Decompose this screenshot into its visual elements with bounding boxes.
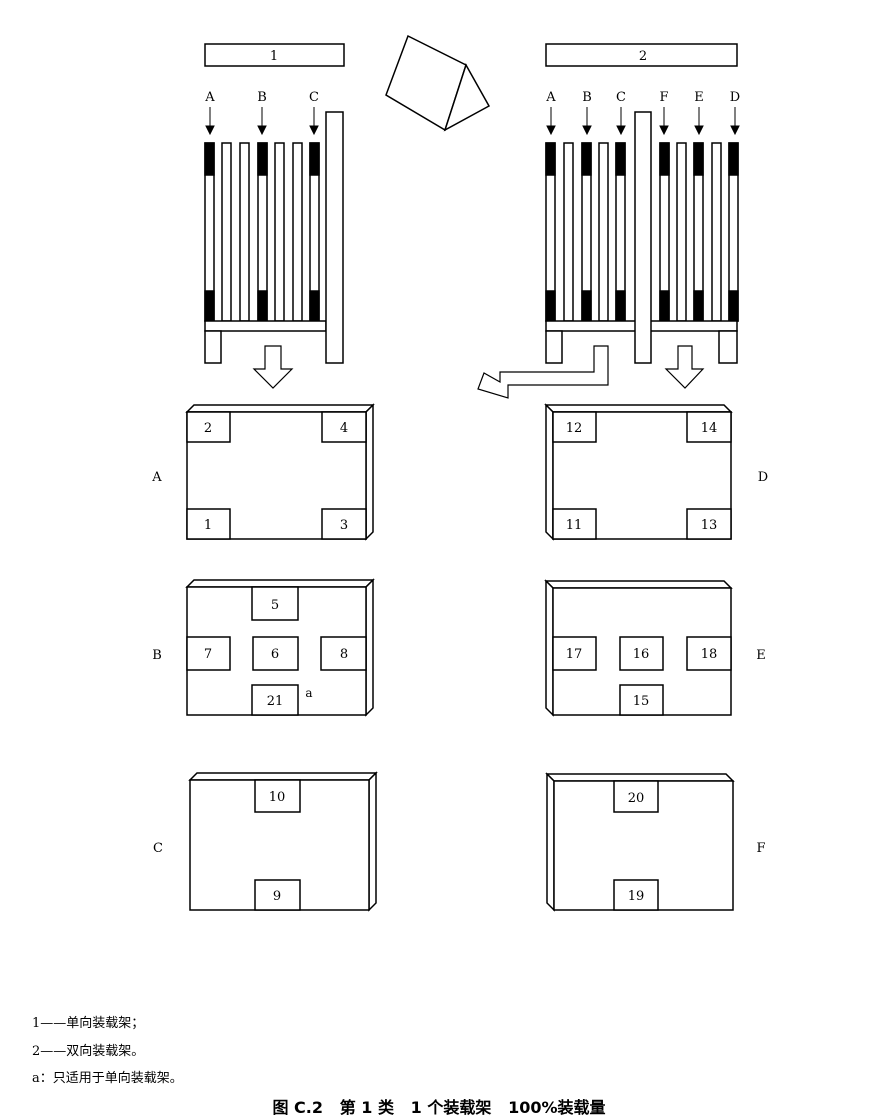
- rack-2: 2 A B C F E D: [477, 43, 740, 399]
- panel-c: 10 9: [188, 771, 378, 912]
- rack-1: 1 A B C: [204, 43, 345, 389]
- rack-2-down-arrow: [664, 345, 705, 389]
- sample-label-11: 11: [566, 518, 583, 533]
- rack-1-slot-label-b: B: [257, 90, 267, 105]
- figure-caption: 图 C.2 第 1 类 1 个装载架 100%装载量: [272, 1098, 606, 1117]
- legend-item-2: 2——双向装载架。: [32, 1044, 145, 1059]
- sample-label-6: 6: [271, 647, 279, 662]
- rack-2-left-arrow: [477, 345, 609, 399]
- panel-e: 17 16 18 15: [544, 579, 733, 717]
- panel-f: 20 19: [545, 772, 735, 912]
- prism-icon: [385, 34, 491, 132]
- sample-label-15: 15: [633, 694, 650, 709]
- rack-2-slot-label-f: F: [659, 90, 668, 105]
- sample-label-8: 8: [340, 647, 348, 662]
- rack-1-label: 1: [270, 49, 278, 64]
- sample-label-20: 20: [628, 791, 645, 806]
- panel-side-label-e: E: [756, 648, 766, 663]
- sample-label-7: 7: [204, 647, 212, 662]
- panel-side-label-c: C: [153, 841, 163, 856]
- sample-label-1: 1: [204, 518, 212, 533]
- rack-1-bars: [204, 142, 320, 322]
- sample-label-5: 5: [271, 598, 279, 613]
- rack-2-slot-label-b: B: [582, 90, 592, 105]
- sample-label-18: 18: [701, 647, 718, 662]
- legend-item-1: 1——单向装载架；: [32, 1016, 145, 1031]
- rack-2-slot-label-a: A: [545, 90, 556, 105]
- note-marker-a: a: [305, 686, 312, 700]
- sample-label-10: 10: [269, 790, 286, 805]
- rack-1-down-arrow: [252, 345, 294, 389]
- panel-side-label-f: F: [756, 841, 765, 856]
- rack-2-slot-label-d: D: [730, 90, 740, 105]
- rack-2-slot-label-c: C: [616, 90, 626, 105]
- sample-label-12: 12: [566, 421, 583, 436]
- rack-1-slot-arrows: A B C: [204, 90, 319, 136]
- panel-side-label-b: B: [152, 648, 162, 663]
- rack-2-slot-arrows: A B C F E D: [545, 90, 740, 136]
- sample-label-21: 21: [267, 694, 284, 709]
- rack-2-label: 2: [639, 49, 647, 64]
- sample-label-16: 16: [633, 647, 650, 662]
- sample-label-13: 13: [701, 518, 718, 533]
- sample-label-17: 17: [566, 647, 583, 662]
- sample-label-3: 3: [340, 518, 348, 533]
- rack-1-slot-label-c: C: [309, 90, 319, 105]
- panel-b: 5 7 6 8 21 a: [185, 578, 375, 717]
- sample-label-2: 2: [204, 421, 212, 436]
- sample-label-4: 4: [340, 421, 348, 436]
- rack-2-slot-label-e: E: [694, 90, 704, 105]
- rack-1-slot-label-a: A: [204, 90, 215, 105]
- sample-label-9: 9: [273, 889, 281, 904]
- panel-a: 2 4 1 3: [185, 403, 375, 541]
- rack-2-bars: [545, 142, 739, 322]
- panel-d: 12 14 11 13: [544, 403, 733, 541]
- panel-side-label-d: D: [758, 470, 768, 485]
- panel-side-label-a: A: [151, 470, 162, 485]
- legend-note-a: a：只适用于单向装载架。: [32, 1071, 183, 1086]
- sample-label-19: 19: [628, 889, 645, 904]
- sample-label-14: 14: [701, 421, 718, 436]
